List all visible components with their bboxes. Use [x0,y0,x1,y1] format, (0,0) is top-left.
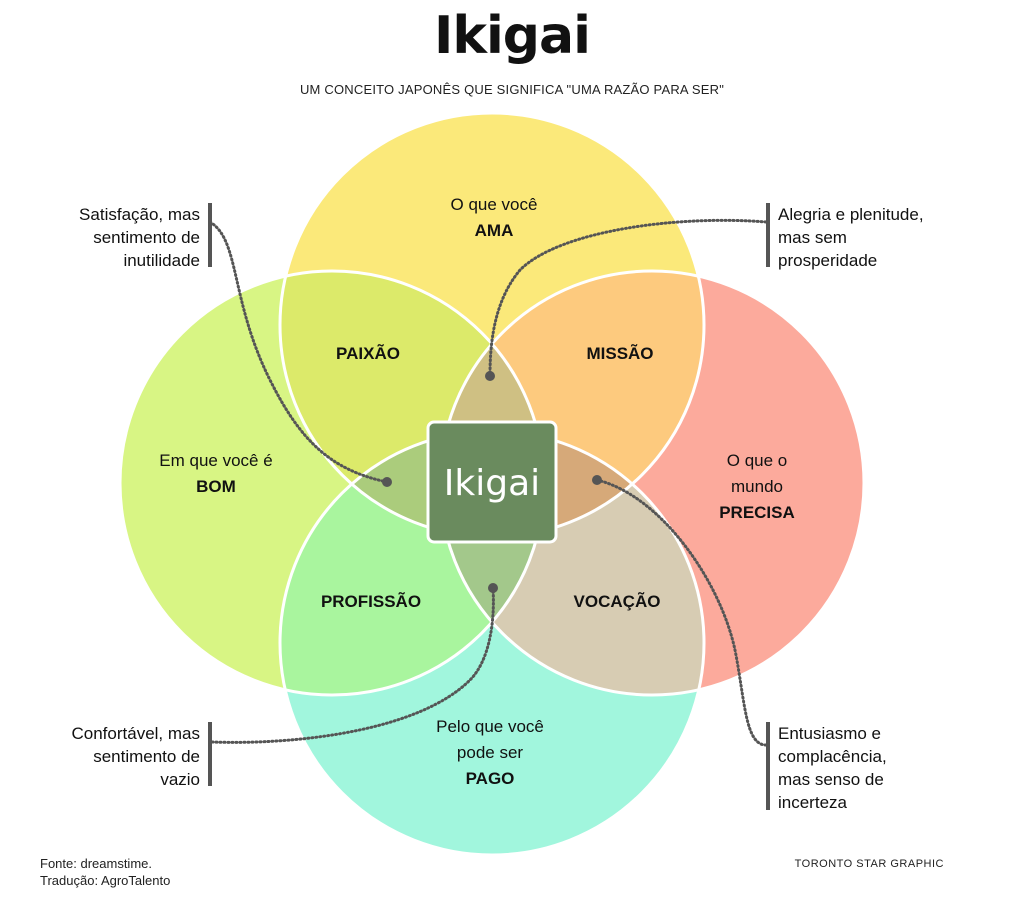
note-entusiasmo-line: complacência, [778,747,887,766]
bracket-satisfacao [208,203,212,267]
missao-label: MISSÃO [586,343,653,363]
connector-dot-entusiasmo [592,475,602,485]
precisa-label-line2: mundo [731,477,783,496]
connector-dot-alegria [485,371,495,381]
profissao-label: PROFISSÃO [321,591,421,611]
vocacao-label: VOCAÇÃO [574,591,661,611]
note-alegria-line: mas sem [778,228,847,247]
note-confortavel-line: vazio [160,770,200,789]
connector-alegria [488,218,768,377]
connector-dot-satisfacao [382,477,392,487]
note-satisfacao-line: Satisfação, mas [79,205,200,224]
ikigai-center-label: Ikigai [444,463,540,504]
bom-label-bold: BOM [196,477,236,496]
pago-label-line2: pode ser [457,743,523,762]
source-line: Fonte: dreamstime. [40,856,152,871]
note-entusiasmo-line: incerteza [778,793,847,812]
note-alegria-line: Alegria e plenitude, [778,205,924,224]
note-confortavel-line: Confortável, mas [71,724,201,743]
note-alegria-line: prosperidade [778,251,878,270]
pago-label-line1: Pelo que você [436,717,544,736]
precisa-label-bold: PRECISA [719,503,795,522]
page-subtitle: UM CONCEITO JAPONÊS QUE SIGNIFICA "UMA R… [299,82,725,97]
note-entusiasmo-line: Entusiasmo e [778,724,881,743]
note-alegria: Alegria e plenitude, mas sem prosperidad… [778,203,978,272]
connector-entusiasmo [595,478,768,747]
paixao-label: PAIXÃO [336,343,400,363]
note-confortavel-line: sentimento de [93,747,200,766]
page-title: Ikigai [434,6,591,66]
ama-label-line1: O que você [451,195,538,214]
connector-dot-confortavel [488,583,498,593]
precisa-label-line1: O que o [727,451,788,470]
note-entusiasmo-line: mas senso de [778,770,884,789]
note-satisfacao-line: sentimento de [93,228,200,247]
translation-line: Tradução: AgroTalento [40,873,171,888]
bom-label-line1: Em que você é [159,451,272,470]
bracket-entusiasmo [766,722,770,810]
connector-confortavel [210,586,495,744]
note-satisfacao: Satisfação, mas sentimento de inutilidad… [40,203,200,272]
bracket-confortavel [208,722,212,786]
pago-label-bold: PAGO [466,769,515,788]
connector-satisfacao [208,220,389,484]
graphic-credit: TORONTO STAR GRAPHIC [794,858,944,870]
note-satisfacao-line: inutilidade [123,251,200,270]
bracket-alegria [766,203,770,267]
ikigai-center-box [426,420,558,544]
ama-label-bold: AMA [475,221,514,240]
note-confortavel: Confortável, mas sentimento de vazio [30,722,201,791]
note-entusiasmo: Entusiasmo e complacência, mas senso de … [778,722,978,814]
source-credit: Fonte: dreamstime. Tradução: AgroTalento [40,855,170,889]
